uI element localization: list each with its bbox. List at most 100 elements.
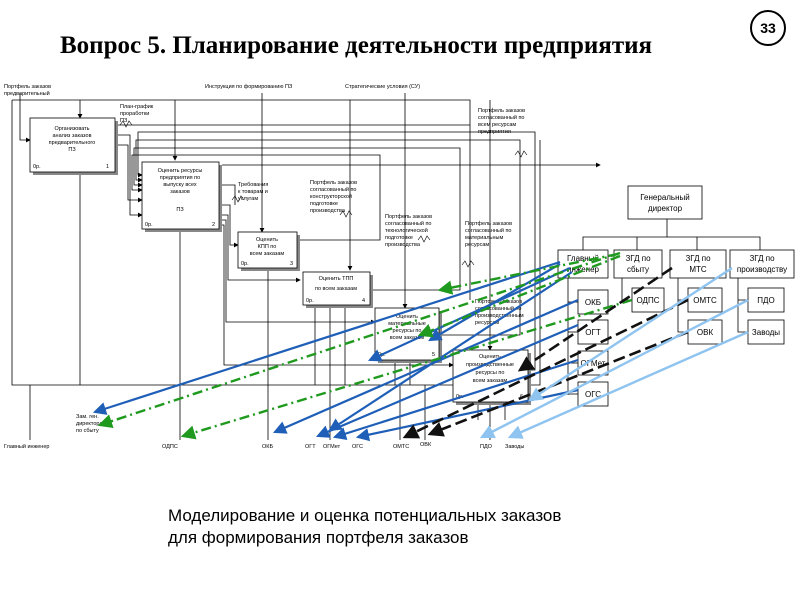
label-portfolio-tech-4: подготовке	[385, 235, 413, 241]
arrow-sales-block5	[417, 254, 621, 338]
block-3-line-3: всем заказам	[250, 251, 285, 257]
idef0-block-4: Оценить ТПП по всем заказам 0р. 4	[302, 271, 373, 308]
org-ovk	[687, 319, 723, 345]
label-portfolio-all-3: всем ресурсам	[478, 122, 516, 128]
block-1-number: 1	[106, 164, 109, 170]
block-4-line-2: по всем заказам	[315, 286, 357, 292]
arrow-mts-block6	[517, 266, 673, 372]
mechanism-chief-engineer: Главный инженер	[4, 443, 49, 450]
idef0-block-3: Оценить КПП по всем заказам 0р. 3	[237, 231, 300, 271]
tunnel-marks	[119, 120, 528, 268]
idef0-connector-lines	[11, 93, 601, 440]
mechanism-plants: Заводы	[505, 444, 524, 450]
page-number: 33	[750, 10, 786, 46]
block-6-line-3: ресурсы по	[476, 370, 505, 376]
label-portfolio-material-2: согласованный по	[465, 227, 511, 234]
block-1-cost: 0р.	[33, 164, 41, 170]
block-5-line-3: ресурсы по	[393, 328, 422, 334]
label-requirements-1: Требования	[238, 182, 268, 188]
label-portfolio-design-4: подготовке	[310, 201, 338, 207]
block-2-line-3: выпуску всех	[163, 182, 197, 188]
label-plan-graph-3: ПЗ	[120, 118, 128, 124]
idef0-block-5: Оценить материальные ресурсы по всем зак…	[374, 307, 442, 363]
org-odps-label: ОДПС	[637, 296, 660, 305]
caption-line-2: для формирования портфеля заказов	[168, 528, 469, 547]
org-deputy-mts	[669, 249, 727, 279]
mechanism-ogmet: ОГМет	[323, 444, 341, 450]
arrow-engineer-extra	[328, 271, 573, 432]
label-portfolio-all-2: согласованный по	[478, 114, 524, 121]
org-l1-3-line-2: производству	[737, 265, 787, 274]
org-deputy-sales	[613, 249, 663, 279]
block-2-line-2: предприятия по	[160, 175, 200, 181]
label-deputy-sales-2: директора	[76, 421, 103, 427]
block-3-number: 3	[290, 261, 293, 267]
block-5-number: 5	[432, 352, 435, 358]
arrow-ogmet	[332, 358, 579, 440]
block-4-line-1: Оценить ТПП	[319, 276, 354, 282]
label-portfolio-prelim-1: Портфель заказов	[4, 84, 51, 90]
label-portfolio-design-5: производства	[310, 208, 346, 214]
org-omts-label: ОМТС	[693, 296, 717, 305]
mechanism-ogt: ОГТ	[305, 444, 316, 450]
org-root-line-2: директор	[648, 204, 683, 213]
block-1-line-3: предварительного	[49, 140, 96, 146]
label-portfolio-prod-2: согласованный по	[475, 305, 521, 312]
arrows-chief-engineer	[92, 260, 579, 442]
block-3-line-2: КПП по	[258, 244, 277, 250]
block-1-line-1: Организовать	[54, 126, 89, 132]
arrow-engineer-to-chief	[92, 260, 561, 415]
block-3-cost: 0р.	[241, 261, 249, 267]
arrow-odps	[180, 298, 633, 440]
block-2-line-5: ПЗ	[176, 207, 184, 213]
org-pdo	[747, 287, 785, 313]
block-2-cost: 0р.	[145, 222, 153, 228]
block-5-line-4: всем заказам	[390, 335, 425, 341]
org-ogmet-label: ОГМет	[581, 359, 606, 368]
org-okb	[577, 289, 609, 315]
arrow-pdo	[479, 298, 749, 439]
org-ovk-label: ОВК	[697, 328, 714, 337]
mechanism-odps: ОДПС	[162, 444, 178, 450]
label-portfolio-prod-4: ресурсам	[475, 320, 499, 326]
block-1-line-4: ПЗ	[68, 147, 76, 153]
label-portfolio-all-4: предприятия	[478, 129, 511, 135]
label-portfolio-tech-1: Портфель заказов	[385, 214, 432, 220]
caption-line-1: Моделирование и оценка потенциальных зак…	[168, 506, 562, 525]
label-plan-graph-1: План-график	[120, 104, 154, 110]
org-ogs-label: ОГС	[585, 390, 601, 399]
mechanism-okb: ОКБ	[262, 444, 273, 450]
slide-title: Вопрос 5. Планирование деятельности пред…	[60, 32, 653, 59]
org-l1-0-line-2: инженер	[567, 265, 600, 274]
label-instruction: Инструкция по формированию ПЗ	[205, 84, 293, 90]
org-general-director	[627, 185, 703, 220]
org-l1-0-line-1: Главный	[567, 254, 599, 263]
org-okb-label: ОКБ	[585, 298, 601, 307]
label-portfolio-material-4: ресурсам	[465, 242, 489, 248]
org-l1-1-line-1: ЗГД по	[625, 254, 651, 263]
block-6-line-1: Оценить	[479, 354, 501, 360]
mechanism-ogs: ОГС	[352, 444, 363, 450]
block-6-line-4: всем заказам	[473, 378, 508, 384]
mechanism-labels: Главный инженер ОДПС ОКБ ОГТ ОГМет ОГС О…	[4, 442, 524, 450]
org-ogt-label: ОГТ	[585, 328, 601, 337]
label-strategic: Стратегические условия (СУ)	[345, 84, 420, 90]
label-portfolio-tech-5: производства	[385, 242, 421, 248]
block-4-number: 4	[362, 298, 365, 304]
org-root-line-1: Генеральный	[640, 193, 689, 202]
label-deputy-sales-1: Зам. ген.	[76, 414, 99, 420]
org-l1-2-line-1: ЗГД по	[685, 254, 711, 263]
org-plants	[747, 319, 785, 345]
mechanism-pdo: ПДО	[480, 444, 493, 450]
label-requirements-3: услугам	[238, 196, 258, 202]
label-portfolio-material-3: материальным	[465, 235, 503, 241]
arrows-sales	[97, 251, 633, 440]
slide-caption: Моделирование и оценка потенциальных зак…	[168, 505, 561, 549]
arrow-omts	[402, 298, 689, 439]
org-chart-labels: Генеральный директор Главный инженер ЗГД…	[567, 193, 787, 399]
arrow-ovk	[427, 330, 689, 437]
block-2-number: 2	[212, 222, 215, 228]
block-2-line-4: заказов	[170, 189, 190, 195]
